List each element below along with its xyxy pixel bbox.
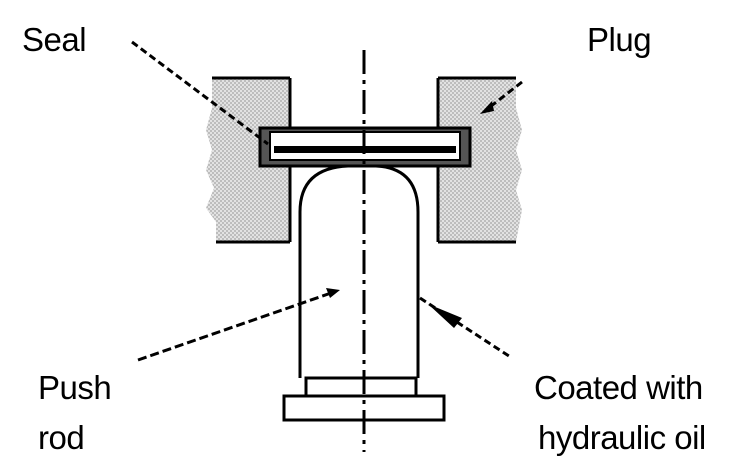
push-rod-body — [298, 164, 420, 378]
push-rod-leader-arrowhead — [326, 288, 340, 298]
seal-label: Seal — [22, 21, 87, 58]
oil-label-line1: Coated with — [534, 369, 703, 406]
oil-leader-line — [419, 296, 513, 360]
plug-right-half — [438, 78, 522, 242]
push-rod-leader-line — [137, 290, 335, 362]
plug-leader-arrowhead — [480, 101, 494, 114]
push-rod-neck — [304, 376, 418, 398]
plug-left-half — [206, 78, 290, 242]
plug-label: Plug — [587, 21, 652, 58]
oil-leader-arrowhead — [428, 304, 462, 328]
seal-leader-line — [131, 40, 269, 146]
push-rod-label-line2: rod — [38, 419, 85, 456]
push-rod-label-line1: Push — [38, 369, 112, 406]
oil-label-line2: hydraulic oil — [538, 419, 706, 456]
